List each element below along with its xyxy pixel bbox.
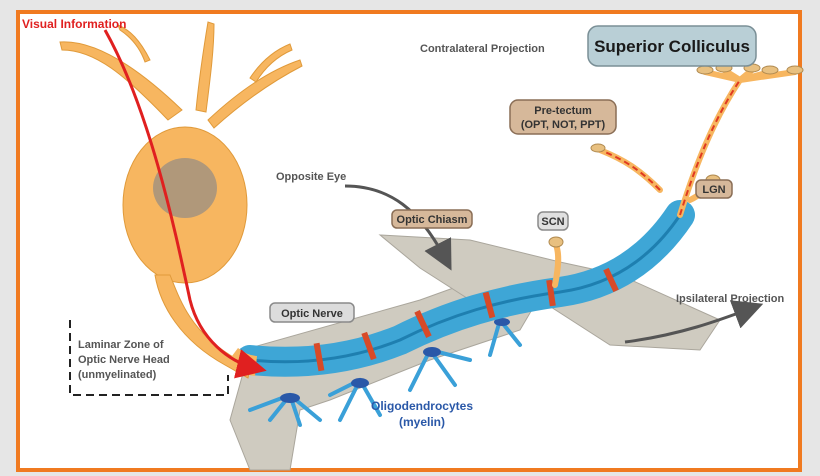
optic-chiasm-label: Optic Chiasm (397, 214, 468, 226)
superior-colliculus-label: Superior Colliculus (594, 37, 750, 56)
laminar-zone-label-line3: (unmyelinated) (78, 369, 157, 381)
oligodendrocytes-label-line1: Oligodendrocytes (371, 399, 473, 413)
lgn-label: LGN (702, 184, 725, 196)
scn-label: SCN (541, 216, 564, 228)
ipsilateral-projection-label: Ipsilateral Projection (676, 293, 784, 305)
pretectum-label-line2: (OPT, NOT, PPT) (521, 119, 606, 131)
opposite-eye-label: Opposite Eye (276, 171, 346, 183)
laminar-zone-label-line2: Optic Nerve Head (78, 354, 170, 366)
laminar-zone-label-line1: Laminar Zone of (78, 339, 164, 351)
oligodendrocytes-label-line2: (myelin) (399, 415, 445, 429)
visual-information-label: Visual Information (22, 17, 126, 31)
contralateral-projection-label: Contralateral Projection (420, 43, 545, 55)
pretectum-label-line1: Pre-tectum (534, 105, 592, 117)
optic-nerve-label: Optic Nerve (281, 308, 343, 320)
